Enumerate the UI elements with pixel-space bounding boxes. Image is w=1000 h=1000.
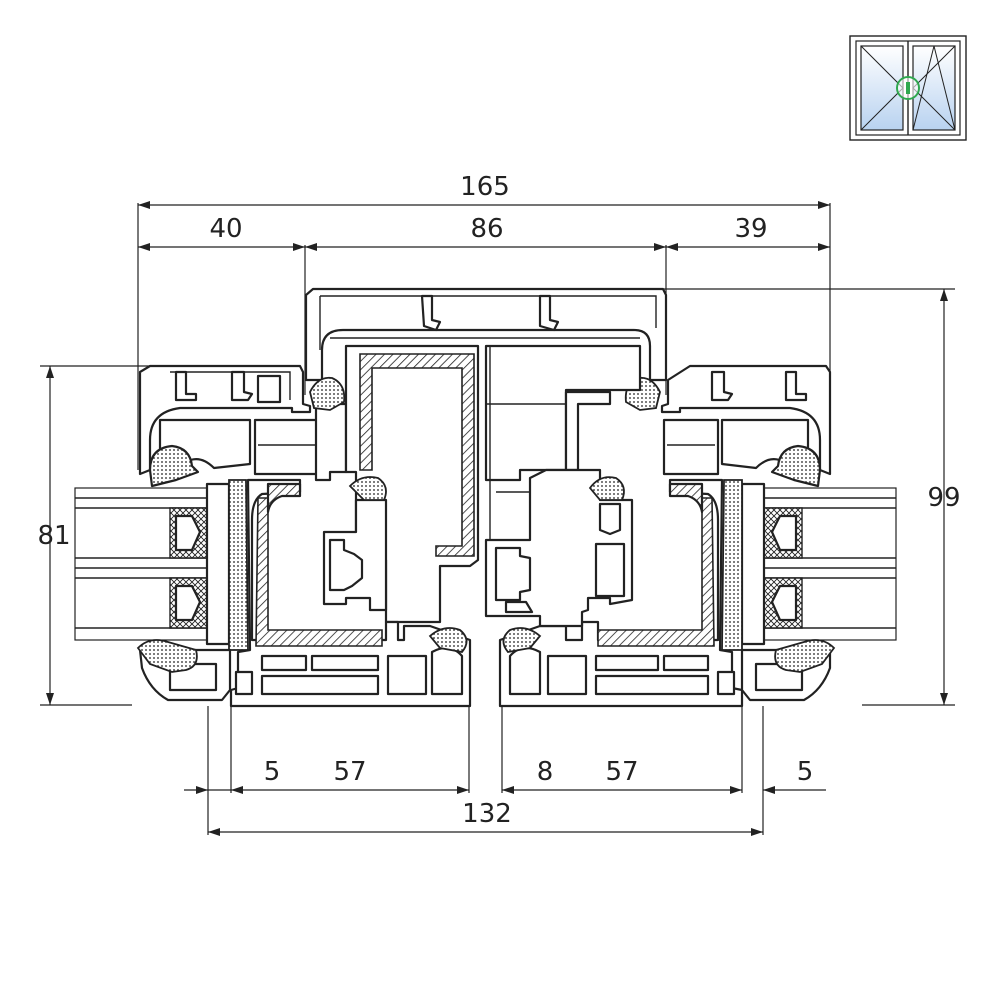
dim-right-height: 99 xyxy=(927,483,960,513)
left-sash-profile xyxy=(229,476,472,708)
mullion-cap-profile xyxy=(304,287,668,382)
double-casement-window-icon xyxy=(849,35,967,141)
dim-bottom-left-sash: 57 xyxy=(333,757,366,787)
bottom-seals xyxy=(136,639,836,702)
dim-bottom-left-small: 5 xyxy=(264,757,281,787)
left-insulated-glass xyxy=(74,479,249,651)
dim-overall-bottom: 132 xyxy=(462,799,512,829)
dimension-labels: 165 40 86 39 81 99 5 57 8 57 5 132 xyxy=(37,172,960,829)
right-frame-profile xyxy=(624,364,832,488)
dim-top-right: 39 xyxy=(734,214,767,244)
left-frame-profile xyxy=(138,364,348,488)
dim-top-middle: 86 xyxy=(470,214,503,244)
right-insulated-glass xyxy=(721,479,897,651)
dim-left-height: 81 xyxy=(37,521,70,551)
dim-bottom-right-small: 8 xyxy=(537,757,554,787)
dim-overall-top: 165 xyxy=(460,172,510,202)
dim-top-left: 40 xyxy=(209,214,242,244)
mullion-body xyxy=(344,344,642,624)
right-sash-profile xyxy=(484,468,744,708)
dim-bottom-far-right: 5 xyxy=(797,757,814,787)
dim-bottom-right-sash: 57 xyxy=(605,757,638,787)
